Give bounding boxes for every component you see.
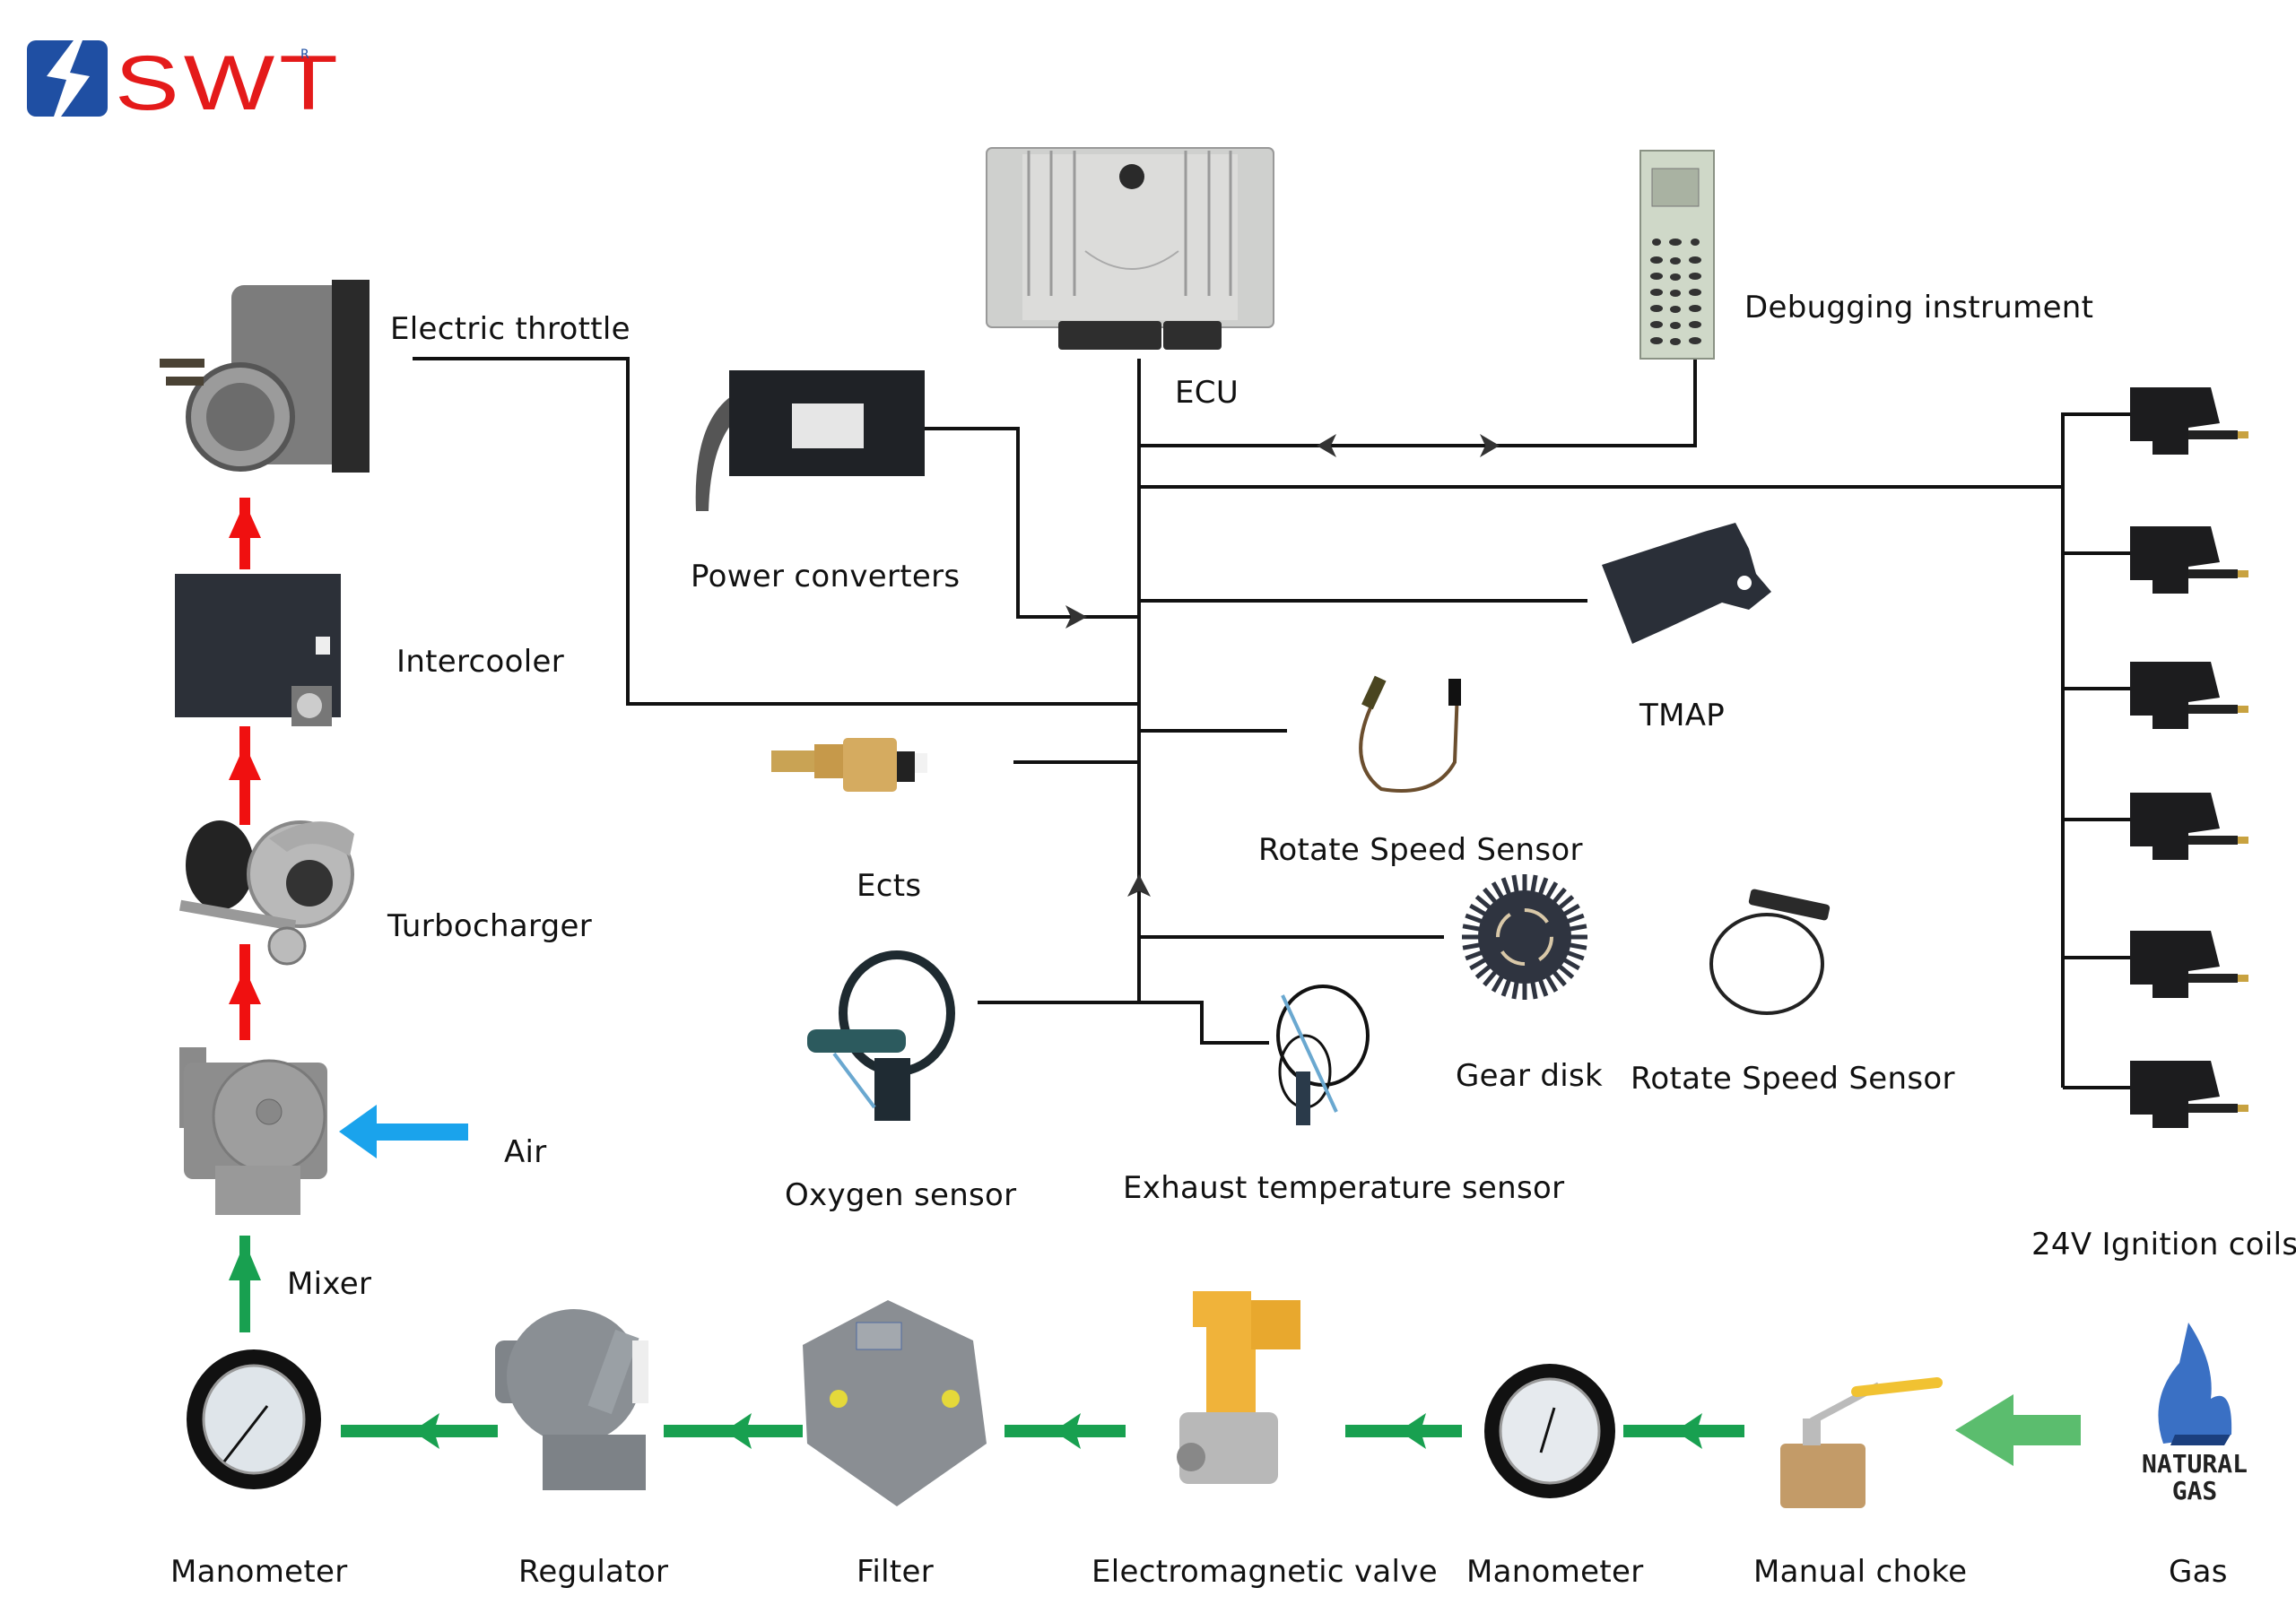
ects-icon	[771, 738, 927, 792]
ignition-coil-icon	[2130, 931, 2248, 998]
electric-throttle-icon	[160, 280, 370, 473]
logo-lightning-icon	[27, 40, 108, 117]
mixer-label: Mixer	[287, 1266, 372, 1302]
ignition-coil-icon	[2130, 662, 2248, 729]
ignition-coil-icon	[2130, 526, 2248, 594]
exhaust-temperature-sensor-icon	[1276, 985, 1370, 1125]
gas-line-label: Electromagnetic valve	[1091, 1554, 1438, 1590]
svg-text:NATURAL: NATURAL	[2142, 1449, 2248, 1479]
manual-choke-icon	[1780, 1377, 1943, 1508]
manometer-icon	[187, 1349, 321, 1489]
rotate-speed-sensor-icon	[1359, 675, 1461, 793]
gas-inlet-arrow	[1955, 1394, 2081, 1466]
intercooler-label: Intercooler	[396, 644, 564, 680]
manometer-icon	[1484, 1364, 1615, 1498]
throttle-wire	[413, 357, 1139, 706]
rotate-speed-sensor-icon	[1709, 889, 1831, 1015]
oxygen-sensor-label: Oxygen sensor	[785, 1177, 1017, 1213]
gear-disk-label: Gear disk	[1456, 1058, 1604, 1094]
gas-flow-arrows	[229, 1236, 1744, 1449]
turbocharger-icon	[178, 820, 354, 966]
ignition-coils-label: 24V Ignition coils	[2031, 1227, 2296, 1262]
oxygen-exhaust-wire	[978, 1001, 1269, 1045]
air-label: Air	[504, 1134, 547, 1170]
signal-arrows	[1065, 434, 1500, 897]
turbocharger-label: Turbocharger	[387, 908, 593, 944]
gas-line-label: Manometer	[170, 1554, 348, 1590]
fresh-air-arrow	[339, 1105, 468, 1158]
ignition-coil-icon	[2130, 387, 2248, 455]
natural-gas-logo-icon: NATURAL GAS	[2142, 1323, 2248, 1505]
gas-line-label: Regulator	[518, 1554, 669, 1590]
oxygen-sensor-icon	[807, 950, 955, 1121]
ignition-coils-group	[2130, 387, 2248, 1128]
ecu-icon	[986, 147, 1274, 350]
arrow-up-icon	[1127, 874, 1151, 897]
gas-line-label: Manual choke	[1753, 1554, 1968, 1590]
tmap-icon	[1602, 523, 1771, 644]
debugging-instrument-label: Debugging instrument	[1744, 290, 2094, 325]
electric-throttle-label: Electric throttle	[390, 311, 631, 347]
power-converter-icon	[695, 370, 925, 511]
debugging-instrument-icon	[1639, 150, 1715, 360]
arrow-left-icon	[1317, 434, 1336, 457]
svg-text:GAS: GAS	[2172, 1476, 2218, 1505]
gas-line-label: Manometer	[1466, 1554, 1644, 1590]
arrow-right-icon	[1480, 434, 1500, 457]
ecu-label: ECU	[1175, 375, 1239, 411]
gas-line-label: Gas	[2169, 1554, 2228, 1590]
rotate-speed-sensor-2-label: Rotate Speed Sensor	[1631, 1061, 1955, 1097]
filter-icon	[803, 1300, 987, 1506]
exhaust-air-arrows	[229, 498, 261, 1040]
ects-label: Ects	[857, 868, 922, 904]
exhaust-temperature-sensor-label: Exhaust temperature sensor	[1123, 1170, 1565, 1206]
registered-mark: R	[300, 48, 309, 62]
logo-text: SWT	[115, 40, 343, 126]
ignition-coil-icon	[2130, 1061, 2248, 1128]
gas-line-label: Filter	[857, 1554, 935, 1590]
gear-disk-icon	[1462, 874, 1587, 1000]
regulator-icon	[495, 1309, 648, 1490]
intercooler-icon	[175, 574, 341, 726]
rotate-speed-sensor-label: Rotate Speed Sensor	[1258, 832, 1583, 868]
tmap-label: TMAP	[1639, 698, 1726, 733]
arrow-right-icon	[1065, 605, 1087, 629]
mixer-icon	[179, 1047, 327, 1215]
power-converters-label: Power converters	[691, 559, 961, 594]
ignition-coil-icon	[2130, 793, 2248, 860]
signal-wires	[413, 357, 2130, 1089]
swt-logo: SWT R	[27, 40, 338, 122]
electromagnetic-valve-icon	[1177, 1291, 1300, 1484]
